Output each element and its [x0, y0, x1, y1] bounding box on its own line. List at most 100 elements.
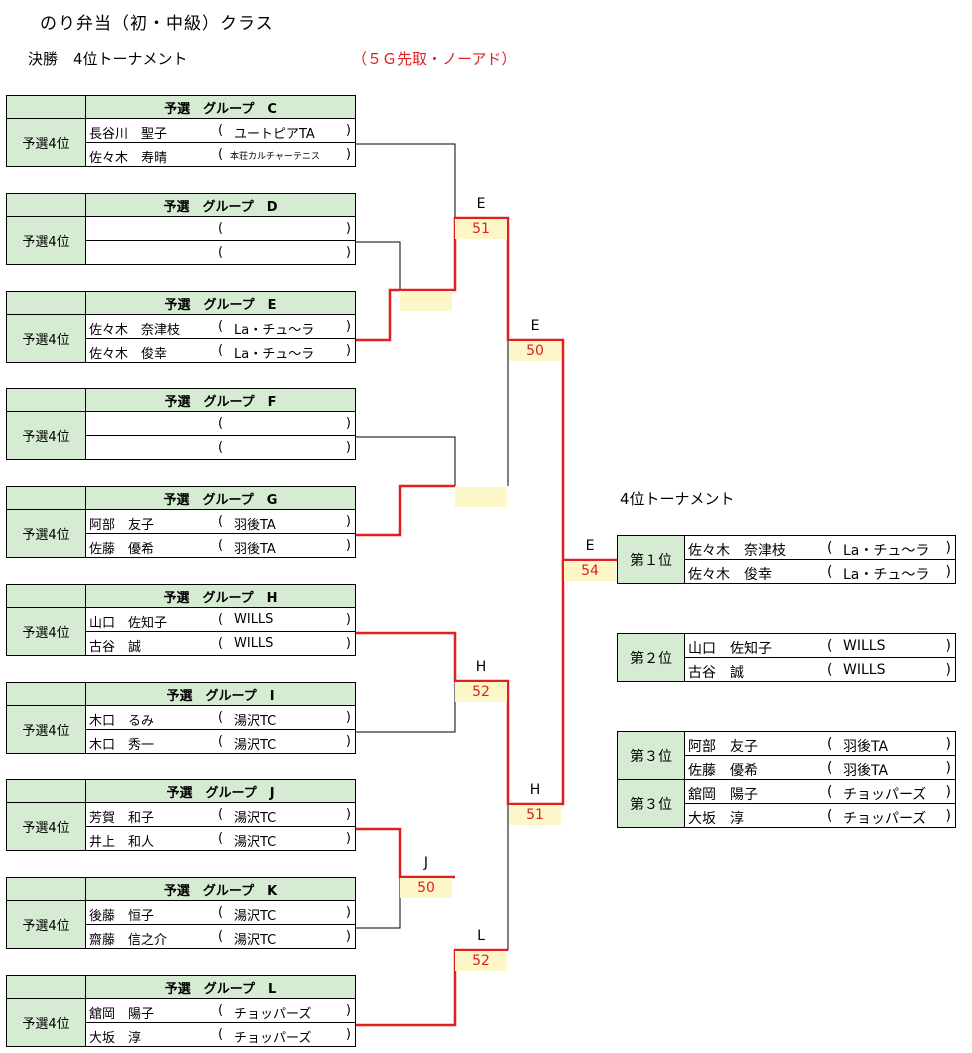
match-l-score: 52 [455, 951, 507, 971]
club-name: 羽後TA [843, 763, 889, 779]
match-l-winner: L [477, 928, 485, 944]
player-name: 井上 和人 [89, 835, 155, 850]
group-f-table: 予選 グループ F 予選4位 () () [6, 388, 356, 460]
match-j-score: 50 [400, 878, 452, 898]
player-name: 舘岡 陽子 [688, 787, 758, 803]
player-name: 芳賀 和子 [89, 811, 155, 826]
club-name: WILLS [843, 662, 886, 678]
rank-label: 予選4位 [6, 802, 86, 851]
club-name: チョッパーズ [234, 1007, 312, 1022]
rank-label: 予選4位 [6, 314, 86, 363]
match-f-g-score [455, 487, 507, 507]
player-name: 大坂 淳 [89, 1031, 142, 1046]
rank-first: 第１位 [617, 535, 685, 584]
group-header: 予選 グループ E [85, 291, 356, 315]
third-place-table: 第３位 阿部 友子(羽後TA) 佐藤 優希(羽後TA) 第３位 舘岡 陽子(チョ… [617, 731, 956, 828]
club-name: La・チュ～ラ [843, 543, 930, 559]
club-name: ユートピアTA [234, 127, 315, 142]
rank-third: 第３位 [617, 779, 685, 828]
player-name: 山口 佐知子 [89, 616, 168, 631]
match-h2-score: 51 [509, 805, 561, 825]
group-header: 予選 グループ J [85, 779, 356, 803]
rank-label: 予選4位 [6, 118, 86, 167]
match-d-e-score [400, 291, 452, 311]
group-c-table: 予選 グループ C 予選4位 長谷川 聖子(ユートピアTA) 佐々木 寿晴(本荘… [6, 95, 356, 167]
player-name: 佐藤 優希 [688, 763, 758, 779]
match-h1-score: 52 [455, 682, 507, 702]
group-header: 予選 グループ H [85, 584, 356, 608]
first-place-table: 第１位 佐々木 奈津枝(La・チュ～ラ) 佐々木 俊幸(La・チュ～ラ) [617, 535, 956, 584]
group-header: 予選 グループ G [85, 486, 356, 510]
match-e2-winner: E [530, 318, 540, 334]
club-name: WILLS [843, 638, 886, 654]
player-name: 古谷 誠 [89, 640, 142, 655]
match-j-winner: J [423, 855, 429, 871]
rank-third: 第３位 [617, 731, 685, 780]
group-d-table: 予選 グループ D 予選4位 () () [6, 193, 356, 265]
club-name: チョッパーズ [843, 811, 927, 827]
match-rule: （５Ｇ先取・ノーアド） [352, 50, 517, 68]
match-final-score: 54 [564, 561, 616, 581]
player-name: 佐々木 奈津枝 [688, 543, 786, 559]
player-name: 山口 佐知子 [688, 641, 772, 657]
player-name: 佐々木 俊幸 [688, 567, 772, 583]
rank-label: 予選4位 [6, 411, 86, 460]
second-place-table: 第２位 山口 佐知子(WILLS) 古谷 誠(WILLS) [617, 633, 956, 682]
group-l-table: 予選 グループ L 予選4位 舘岡 陽子(チョッパーズ) 大坂 淳(チョッパーズ… [6, 975, 356, 1047]
club-name: チョッパーズ [843, 787, 927, 803]
player-name: 舘岡 陽子 [89, 1007, 155, 1022]
group-header: 予選 グループ L [85, 975, 356, 999]
player-name: 佐々木 寿晴 [89, 151, 168, 166]
group-header: 予選 グループ F [85, 388, 356, 412]
club-name: WILLS [234, 612, 274, 627]
match-final-winner: E [585, 538, 595, 554]
group-h-table: 予選 グループ H 予選4位 山口 佐知子(WILLS) 古谷 誠(WILLS) [6, 584, 356, 656]
club-name: La・チュ～ラ [843, 567, 930, 583]
club-name: 羽後TA [234, 542, 276, 557]
club-name: 湯沢TC [234, 714, 277, 729]
club-name: 湯沢TC [234, 811, 277, 826]
results-title: 4位トーナメント [620, 490, 735, 508]
club-name: La・チュ～ラ [234, 347, 315, 362]
club-name: 湯沢TC [234, 738, 277, 753]
club-name: チョッパーズ [234, 1031, 312, 1046]
group-i-table: 予選 グループ I 予選4位 木口 るみ(湯沢TC) 木口 秀一(湯沢TC) [6, 682, 356, 754]
rank-label: 予選4位 [6, 998, 86, 1047]
player-name: 齋藤 信之介 [89, 933, 168, 948]
player-name: 長谷川 聖子 [89, 127, 168, 142]
player-name: 佐々木 俊幸 [89, 347, 168, 362]
player-name: 大坂 淳 [688, 811, 744, 827]
player-name: 木口 秀一 [89, 738, 155, 753]
player-name: 佐々木 奈津枝 [89, 323, 181, 338]
match-e1-winner: E [476, 196, 486, 212]
rank-label: 予選4位 [6, 900, 86, 949]
match-e2-score: 50 [509, 341, 561, 361]
player-name: 木口 るみ [89, 714, 155, 729]
club-name: 本荘カルチャーテニス [230, 152, 320, 162]
page-subtitle: 決勝 4位トーナメント [28, 50, 188, 68]
player-name: 阿部 友子 [89, 518, 155, 533]
player-name: 佐藤 優希 [89, 542, 155, 557]
page-title: のり弁当（初・中級）クラス [40, 14, 274, 34]
club-name: 羽後TA [843, 739, 889, 755]
group-header: 予選 グループ K [85, 877, 356, 901]
club-name: La・チュ～ラ [234, 323, 315, 338]
club-name: 湯沢TC [234, 909, 277, 924]
club-name: 湯沢TC [234, 835, 277, 850]
rank-label: 予選4位 [6, 509, 86, 558]
group-j-table: 予選 グループ J 予選4位 芳賀 和子(湯沢TC) 井上 和人(湯沢TC) [6, 779, 356, 851]
group-header: 予選 グループ D [85, 193, 356, 217]
rank-label: 予選4位 [6, 216, 86, 265]
match-h1-winner: H [475, 659, 487, 675]
rank-label: 予選4位 [6, 705, 86, 754]
match-h2-winner: H [529, 782, 541, 798]
group-e-table: 予選 グループ E 予選4位 佐々木 奈津枝(La・チュ～ラ) 佐々木 俊幸(L… [6, 291, 356, 363]
player-name: 後藤 恒子 [89, 909, 155, 924]
group-k-table: 予選 グループ K 予選4位 後藤 恒子(湯沢TC) 齋藤 信之介(湯沢TC) [6, 877, 356, 949]
group-header: 予選 グループ I [85, 682, 356, 706]
player-name: 古谷 誠 [688, 665, 744, 681]
club-name: 羽後TA [234, 518, 276, 533]
rank-label: 予選4位 [6, 607, 86, 656]
group-header: 予選 グループ C [85, 95, 356, 119]
